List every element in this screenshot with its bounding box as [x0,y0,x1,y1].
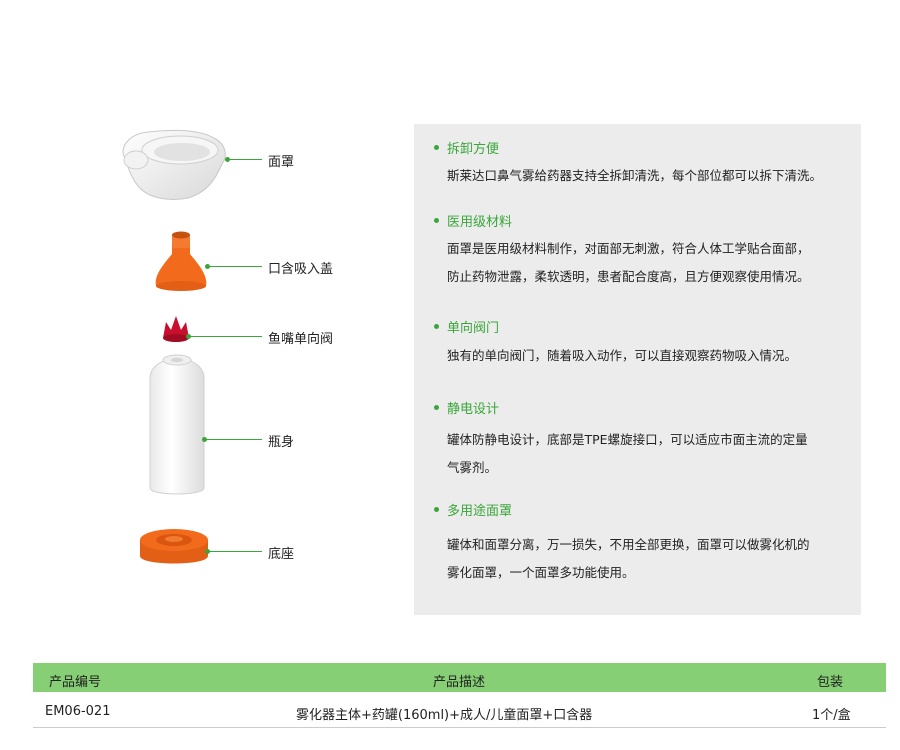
mouthpiece-cap-image [155,231,207,291]
leader-dot [225,157,230,162]
leader-dot [205,549,210,554]
feature-title: 多用途面罩 [447,504,513,519]
table-header-package: 包装 [817,675,844,690]
leader-dot [186,334,191,339]
bullet-dot [434,507,439,512]
feature-text: 气雾剂。 [447,460,498,475]
base-image [140,529,208,564]
table-divider [33,727,886,728]
table-header-description: 产品描述 [433,675,486,690]
part-label-bottle-body: 瓶身 [268,435,295,450]
features-panel: 拆卸方便 斯莱达口鼻气雾给药器支持全拆卸清洗，每个部位都可以拆下清洗。 医用级材… [414,124,861,615]
feature-text: 罐体防静电设计，底部是TPE螺旋接口，可以适应市面主流的定量 [447,432,808,447]
feature-text: 面罩是医用级材料制作，对面部无刺激，符合人体工学贴合面部， [447,241,810,256]
feature-title: 医用级材料 [447,215,513,230]
table-cell-code: EM06-021 [45,704,111,719]
table-cell-description: 雾化器主体+药罐(160ml)+成人/儿童面罩+口含器 [296,708,593,723]
table-cell-package: 1个/盒 [812,708,851,723]
bullet-dot [434,405,439,410]
feature-title: 单向阀门 [447,321,500,336]
table-header-code: 产品编号 [49,675,102,690]
leader-line [189,336,262,337]
part-label-mouthpiece-cap: 口含吸入盖 [268,262,334,277]
table-header: 产品编号 产品描述 包装 [33,663,886,692]
feature-text: 独有的单向阀门，随着吸入动作，可以直接观察药物吸入情况。 [447,348,798,363]
leader-dot [205,264,210,269]
leader-line [208,266,262,267]
feature-text: 罐体和面罩分离，万一损失，不用全部更换，面罩可以做雾化机的 [447,537,810,552]
bullet-dot [434,324,439,329]
feature-title: 拆卸方便 [447,142,500,157]
leader-line [208,551,262,552]
feature-text: 雾化面罩，一个面罩多功能使用。 [447,565,635,580]
feature-text: 防止药物泄露，柔软透明，患者配合度高，且方便观察使用情况。 [447,269,810,284]
bullet-dot [434,145,439,150]
part-label-base: 底座 [268,547,295,562]
feature-text: 斯莱达口鼻气雾给药器支持全拆卸清洗，每个部位都可以拆下清洗。 [447,168,823,183]
leader-line [228,159,262,160]
leader-line [205,439,262,440]
bullet-dot [434,218,439,223]
leader-dot [202,437,207,442]
mask-image [122,129,226,200]
valve-image [163,316,189,342]
part-label-valve: 鱼嘴单向阀 [268,332,334,347]
bottle-body-image [149,354,205,495]
feature-title: 静电设计 [447,402,500,417]
part-label-mask: 面罩 [268,155,295,170]
